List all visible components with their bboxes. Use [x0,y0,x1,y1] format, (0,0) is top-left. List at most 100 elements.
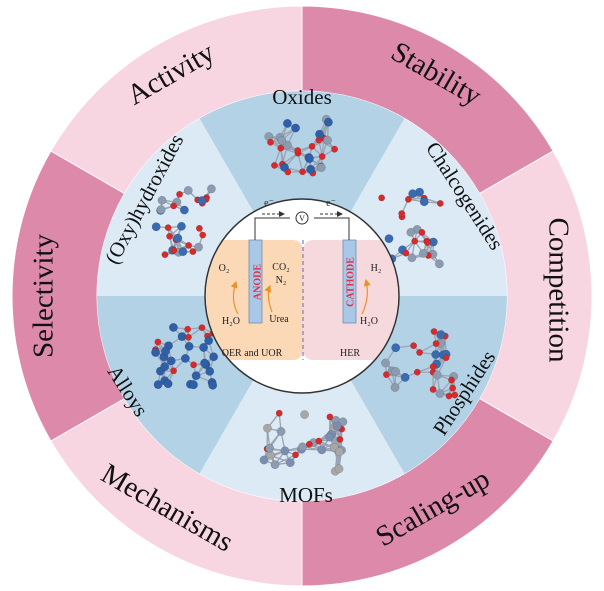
atom [270,460,280,470]
atom [265,443,275,453]
atom [282,119,292,128]
oxides-crystal-illustration [264,114,339,177]
atom [448,376,455,384]
right-reaction-label: HER [340,348,360,359]
atom [299,168,306,176]
atom [267,138,274,146]
atom [338,417,348,427]
oer-arrow [230,280,239,315]
atom [382,371,390,379]
atom [418,248,428,258]
n2-label: N₂ [276,275,287,286]
atom [161,346,171,356]
h2o-left-label: H₂O [222,316,240,327]
atom [402,249,410,257]
voltmeter-label: V [299,214,305,223]
h2o-right-label: H₂O [360,316,378,327]
atom [164,224,172,232]
atom [418,228,426,236]
atom [173,233,183,243]
electron-label-right: e⁻ [326,198,336,209]
atom [331,145,339,153]
left-reaction-label: OER and UOR [222,348,283,359]
atom [262,423,272,433]
atom [204,336,214,346]
atom [185,241,193,249]
her-arrow [361,278,371,315]
atom [178,247,188,257]
atom [205,366,215,376]
atom [325,432,335,442]
atom [323,117,333,127]
atom [416,349,424,356]
atom [429,363,437,371]
atom [190,361,198,369]
anode-label: ANODE [252,264,263,300]
atom [381,358,390,368]
atom [442,354,450,362]
label-selectivity: Selectivity [28,233,60,358]
atom [432,370,442,380]
atom [318,153,326,160]
electron-label-left: e⁻ [264,198,274,209]
atom [161,251,169,259]
atom [390,383,400,392]
inner-segment-mofs [199,380,405,502]
atom [404,195,412,203]
atom [308,142,316,150]
atom [315,437,323,445]
atom [419,197,429,207]
atom [200,358,210,368]
phosphides-crystal-illustration [381,328,459,400]
atom [163,379,173,389]
atom [154,338,162,346]
atom [410,342,418,350]
atom [191,371,201,381]
atom [291,123,300,133]
atom [179,205,189,215]
atom [292,451,299,459]
atom [199,231,207,239]
atom [285,458,295,468]
atom [170,246,178,254]
atom [304,154,314,164]
atom [436,199,444,207]
atom [429,385,437,393]
atom [166,356,176,366]
atom [170,367,178,375]
atom [432,340,440,348]
atom [323,135,332,145]
circuit-wire-left [254,217,290,240]
atom [436,330,446,340]
atom [378,194,386,202]
inner-segment-alloys [97,296,254,474]
atom [275,409,283,417]
atom [168,322,178,332]
atom [208,380,218,390]
atom [430,328,438,335]
atom [199,343,209,352]
atom [400,372,410,382]
atom [315,129,324,139]
atom [277,144,285,152]
atom [294,147,302,154]
atom [197,196,207,206]
o2-label: O₂ [219,263,230,274]
atom [176,221,186,231]
atom [198,324,206,332]
atom [300,410,310,420]
atom [176,190,183,198]
atom [423,238,431,246]
inner-segment-chalcogenides [350,118,507,297]
atom [183,186,193,195]
atom [408,189,418,199]
atom [407,253,417,263]
h2-label: H₂ [371,263,382,274]
atom [306,164,316,174]
atom [334,447,344,457]
atom [283,140,292,150]
chalcogenides-crystal-illustration [378,187,444,269]
mofs-structure-illustration [259,409,348,476]
atom [166,232,174,240]
